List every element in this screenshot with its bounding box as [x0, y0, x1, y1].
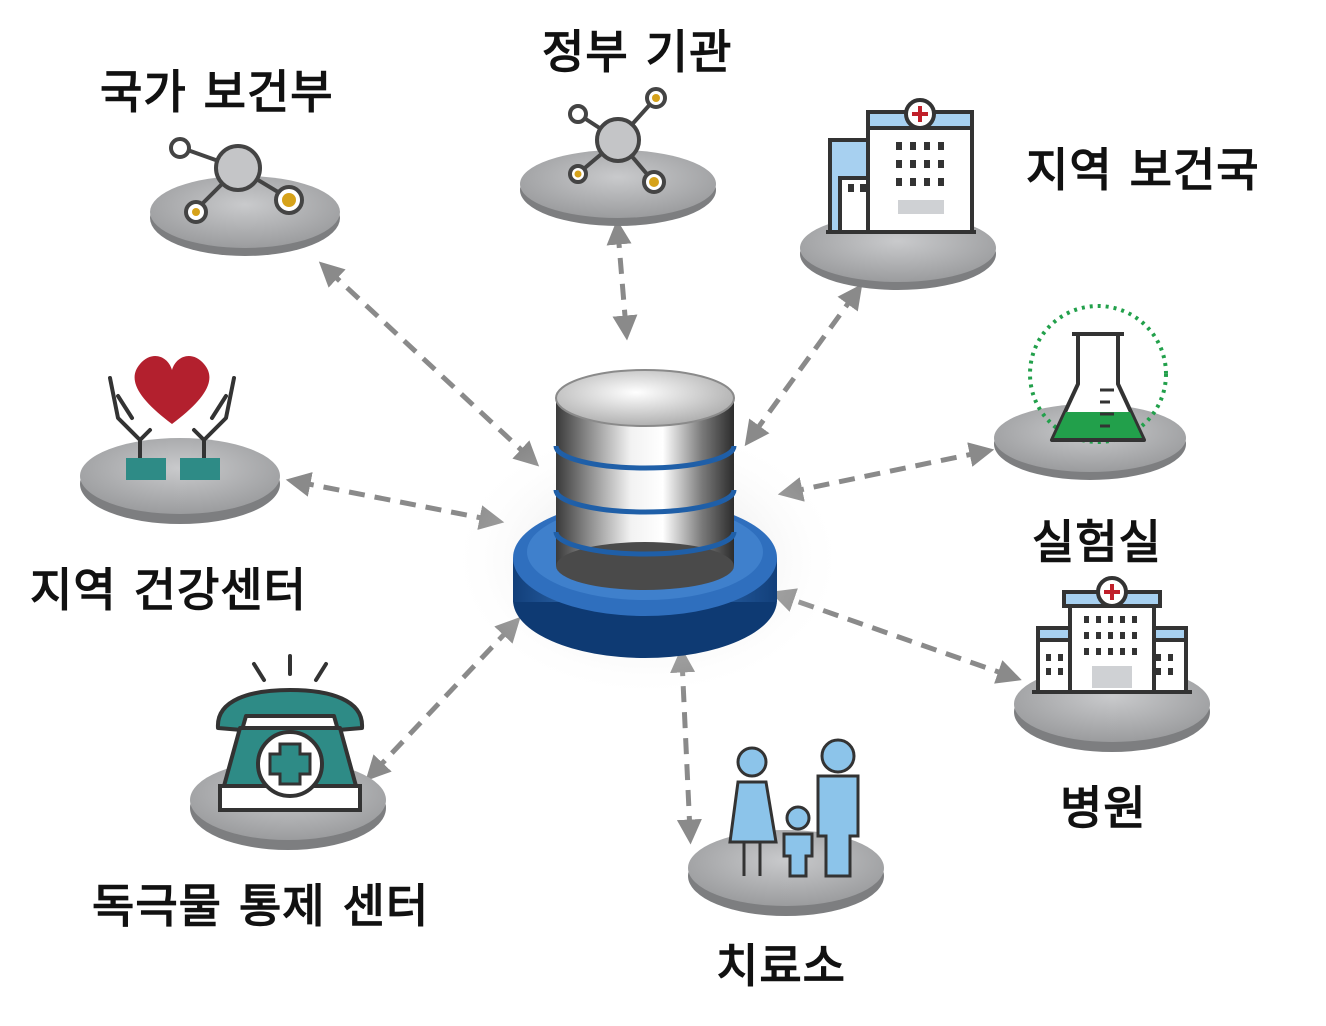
label-government: 정부 기관 [542, 25, 733, 79]
label-hospital: 병원 [1060, 781, 1147, 835]
hands-heart-icon [108, 356, 236, 480]
arrow-poison-control [365, 616, 521, 782]
node-poison-control [190, 654, 386, 850]
clinic-building-icon [826, 98, 976, 234]
node-clinic [688, 738, 884, 916]
label-regional-health-bureau: 지역 보건국 [1026, 143, 1260, 197]
node-regional-health-bureau [800, 98, 996, 290]
node-laboratory [994, 304, 1186, 480]
medical-phone-icon [215, 654, 365, 812]
label-regional-health-center: 지역 건강센터 [30, 563, 307, 617]
flask-icon [1028, 304, 1168, 444]
node-government [520, 87, 716, 226]
network-hub-icon [169, 137, 304, 224]
label-laboratory: 실험실 [1032, 515, 1162, 569]
label-national-health: 국가 보건부 [100, 65, 334, 119]
arrow-laboratory [777, 442, 995, 502]
node-national-health [150, 137, 340, 256]
network-hub-icon [568, 87, 667, 194]
arrow-hospital [770, 588, 1022, 684]
hospital-icon [1032, 576, 1192, 694]
family-icon [728, 738, 860, 878]
node-hospital [1014, 576, 1210, 752]
label-poison-control: 독극물 통제 센터 [92, 879, 430, 933]
arrow-government [606, 219, 638, 341]
node-regional-health-center [80, 356, 280, 524]
label-clinic: 치료소 [716, 939, 846, 993]
database-icon [448, 369, 848, 700]
arrow-regional-health-bureau [744, 283, 863, 447]
arrow-national-health [318, 261, 540, 467]
